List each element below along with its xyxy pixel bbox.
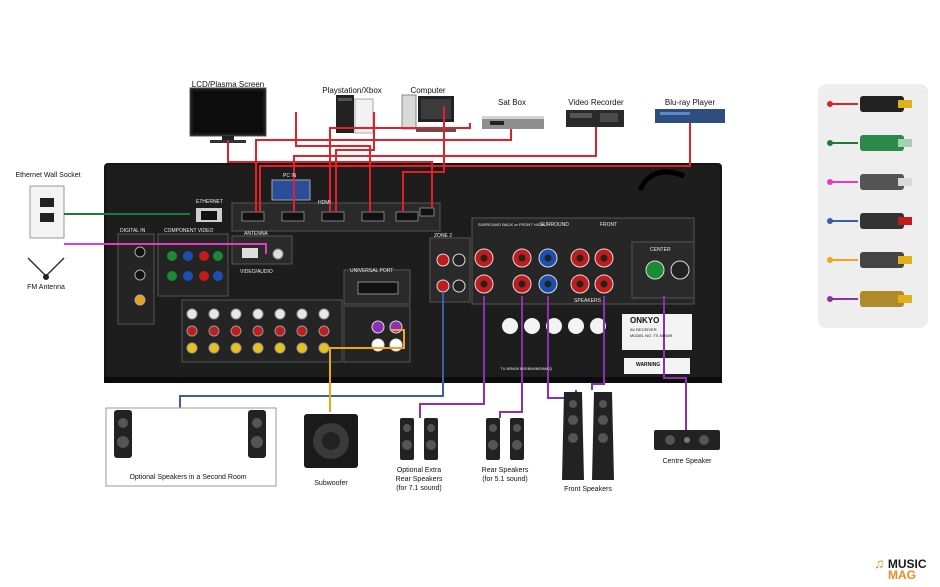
rear-label: Rear Speakers (for 5.1 sound)	[481, 467, 529, 483]
speakers-label: SPEAKERS	[574, 298, 601, 304]
console-device	[336, 95, 374, 134]
receiver-rear-panel	[104, 163, 722, 383]
rca-jack	[252, 342, 264, 354]
computer-device	[401, 94, 456, 132]
recorder-label: Video Recorder	[568, 98, 624, 107]
subwoofer-label: Subwoofer	[314, 480, 348, 487]
surround-label: SURROUND	[540, 222, 569, 228]
legend-dot	[827, 296, 833, 302]
legend-dot	[827, 101, 833, 107]
rca-jack	[296, 325, 308, 337]
brand-logo: ONKYO	[630, 316, 660, 325]
tv-label: LCD/Plasma Screen	[191, 80, 265, 89]
rca-jack	[274, 342, 286, 354]
rca-jack	[252, 325, 264, 337]
satbox-device	[482, 116, 544, 129]
hdmi-cable-icon	[860, 96, 904, 112]
tv-device	[189, 87, 267, 143]
rca-jack	[274, 325, 286, 337]
legend-dot	[827, 140, 833, 146]
rca-jack	[274, 308, 286, 320]
legend-dot	[827, 257, 833, 263]
model-footer: TX-NR609 B/S/B/M/MS/MKQ	[500, 366, 553, 371]
bluray-label: Blu-ray Player	[664, 98, 716, 107]
front-label: FRONT	[600, 222, 618, 228]
antenna-label: ANTENNA	[244, 231, 268, 237]
speaker-plug-icon	[860, 213, 904, 229]
front-speakers	[562, 392, 614, 480]
rca-jack	[318, 325, 330, 337]
musicmag-watermark: ♫ MUSIC MAG	[874, 555, 927, 582]
rca-jack	[186, 342, 198, 354]
banana-plug-icon	[860, 291, 904, 307]
hdmi-label: HDMI	[318, 200, 331, 206]
extra-rear-label: Optional Extra Rear Speakers (for 7.1 so…	[395, 467, 443, 492]
fm-antenna-plug-icon	[860, 174, 904, 190]
ethernet-cable-icon	[860, 135, 904, 151]
rca-jack	[230, 342, 242, 354]
rca-jack	[318, 308, 330, 320]
fm-antenna-label: FM Antenna	[27, 284, 65, 291]
surround-back-label: SURROUND BACK or FRONT HIGH	[478, 222, 544, 227]
warning-label: WARNING	[636, 362, 661, 368]
rca-jack	[186, 308, 198, 320]
video-audio-label: VIDEO/AUDIO	[240, 269, 273, 275]
second-room-speakers	[105, 407, 277, 487]
front-speakers-label: Front Speakers	[564, 486, 612, 493]
rca-jack	[208, 308, 220, 320]
satbox-label: Sat Box	[497, 98, 527, 107]
rca-jack	[318, 342, 330, 354]
fm-antenna	[27, 257, 65, 280]
rca-jack	[230, 325, 242, 337]
rca-jack	[208, 342, 220, 354]
bluray-device	[655, 109, 725, 123]
console-label: Playstation/Xbox	[322, 86, 382, 95]
legend-dot	[827, 179, 833, 185]
rear-speakers	[486, 418, 524, 460]
rca-jack	[296, 308, 308, 320]
model-line1: AV RECEIVER	[630, 327, 657, 332]
rca-phono-plug-icon	[860, 252, 904, 268]
component-video-label: COMPONENT VIDEO	[164, 228, 214, 234]
model-line2: MODEL NO. TX-NR609	[630, 333, 673, 338]
ethernet-wall-socket	[29, 185, 65, 239]
legend-dot	[827, 218, 833, 224]
computer-label: Computer	[410, 86, 446, 95]
recorder-device	[566, 110, 624, 127]
ethernet-label: ETHERNET	[196, 199, 223, 205]
zone2-label: ZONE 2	[434, 233, 453, 239]
extra-rear-speakers	[400, 418, 438, 460]
center-label: CENTER	[650, 247, 671, 253]
cable-legend	[818, 84, 928, 328]
ethernet-socket-label: Ethernet Wall Socket	[15, 172, 81, 179]
rca-jack	[296, 342, 308, 354]
centre-speaker-label: Centre Speaker	[662, 458, 712, 465]
music-note-icon: ♫	[874, 555, 885, 571]
rca-jack	[208, 325, 220, 337]
rca-jack	[230, 308, 242, 320]
second-room-label: Optional Speakers in a Second Room	[129, 474, 247, 481]
rca-jack	[252, 308, 264, 320]
subwoofer	[304, 414, 358, 468]
digital-in-label: DIGITAL IN	[120, 228, 146, 234]
pc-in-label: PC IN	[283, 173, 297, 179]
universal-port-label: UNIVERSAL PORT	[350, 268, 394, 274]
rca-jack	[186, 325, 198, 337]
centre-speaker	[654, 430, 720, 450]
